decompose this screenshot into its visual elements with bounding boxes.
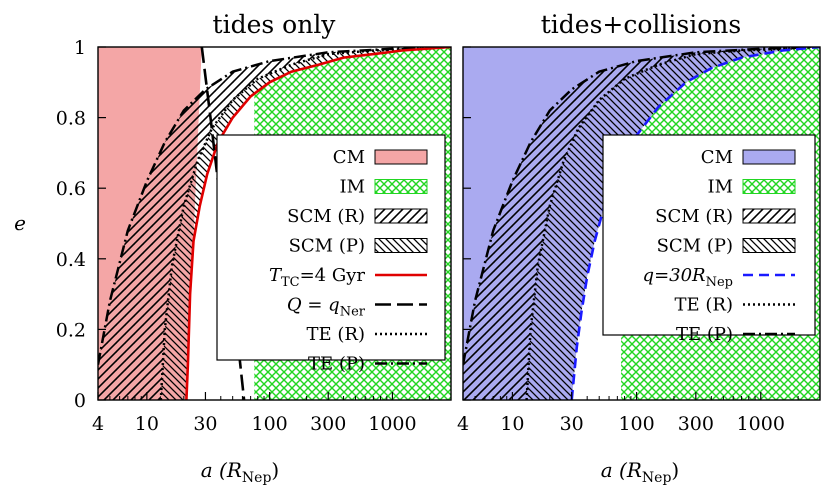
- scm-p-region: [526, 47, 820, 400]
- panel-tides-collisions: tides+collisions 4 10 30 100 300 1000 CM IM SCM…: [457, 10, 821, 435]
- x-axis-label-2: a (RNep): [601, 458, 679, 486]
- te-r-line: [159, 47, 451, 400]
- legend-label: SCM (P): [289, 236, 365, 257]
- panel-2-title: tides+collisions: [541, 10, 741, 39]
- legend-label: CM: [333, 147, 365, 168]
- x-tick-label: 10: [500, 413, 524, 435]
- te-p-line: [98, 47, 451, 365]
- x-tick-label: 300: [678, 413, 714, 435]
- y-tick-label: 1: [74, 37, 86, 59]
- legend-label: TTC=4 Gyr: [269, 265, 365, 290]
- x-tick-label: 4: [92, 413, 104, 435]
- x-tick-label: 30: [560, 413, 584, 435]
- legend-panel-2: CM IM SCM (R) SCM (P) q=30RNep TE (R) TE (P): [602, 134, 816, 345]
- legend-label: IM: [707, 177, 733, 198]
- x-tick-label: 100: [618, 413, 654, 435]
- x-tick-label: 300: [310, 413, 346, 435]
- y-axis-label: e: [14, 211, 26, 235]
- legend-label: CM: [701, 147, 733, 168]
- legend-symbol: [374, 238, 428, 253]
- x-tick-label: 4: [457, 413, 469, 435]
- legend-2-box: [602, 134, 816, 336]
- legend-symbol: [742, 208, 796, 224]
- legend-label: IM: [339, 177, 365, 198]
- ttc-4gyr-line: [185, 47, 451, 400]
- panel-1-title: tides only: [213, 10, 337, 39]
- legend-label: SCM (R): [287, 206, 365, 227]
- legend-symbol: [374, 149, 428, 165]
- legend-panel-1: CM IM SCM (R) SCM (P) TTC=4 Gyr Q = qNer TE (R…: [216, 134, 446, 375]
- legend-label: SCM (R): [655, 206, 733, 227]
- panel-1-ticks: 4 10 30 100 300 1000 0 0.2 0.4 0.6 0.8 1: [56, 37, 452, 435]
- legend-symbol: [742, 238, 796, 253]
- q-30rnep-line: [570, 47, 820, 400]
- legend-label: TE (P): [676, 324, 733, 345]
- legend-symbol: [742, 179, 796, 194]
- panel-tides-only: tides only 4 10 30 100 300 1000 0 0.2 0.4 0.6 0.8 1…: [56, 10, 452, 435]
- scm-r-region: [463, 47, 820, 400]
- panel-2-frame: [462, 46, 821, 401]
- te-r-line: [525, 47, 820, 400]
- panel-1-frame: [97, 46, 452, 401]
- x-tick-label: 1000: [737, 413, 785, 435]
- legend-label: Q = qNer: [287, 295, 366, 320]
- legend-label: SCM (P): [657, 236, 733, 257]
- x-tick-label: 1000: [368, 413, 416, 435]
- x-axis-label-1: a (RNep): [201, 458, 279, 486]
- scm-r-region: [98, 47, 451, 400]
- y-tick-label: 0.6: [56, 178, 86, 200]
- y-tick-label: 0.4: [56, 249, 86, 271]
- y-tick-label: 0.2: [56, 319, 86, 341]
- legend-symbol: [374, 179, 428, 194]
- legend-label: TE (P): [308, 354, 365, 375]
- x-tick-label: 100: [252, 413, 288, 435]
- x-tick-label: 10: [135, 413, 159, 435]
- x-tick-label: 30: [193, 413, 217, 435]
- legend-symbol: [742, 149, 796, 165]
- te-p-line: [463, 47, 820, 365]
- legend-label: TE (R): [675, 295, 733, 316]
- legend-symbol: [374, 208, 428, 224]
- y-tick-label: 0.8: [56, 108, 86, 130]
- y-tick-label: 0: [74, 390, 86, 412]
- panel-2-ticks: 4 10 30 100 300 1000: [457, 46, 821, 435]
- legend-label: TE (R): [307, 324, 365, 345]
- legend-label: q=30RNep: [643, 265, 733, 290]
